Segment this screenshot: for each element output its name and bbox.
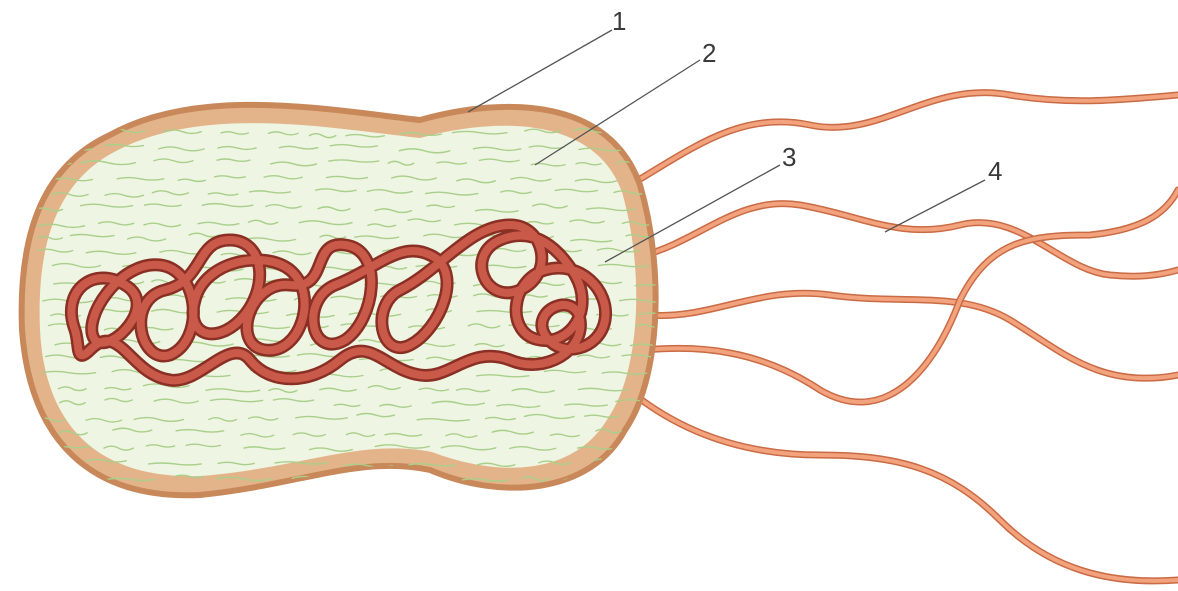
- cytoplasm-squiggle: [627, 443, 657, 447]
- label-2: 2: [702, 38, 716, 68]
- leader-line-1: [468, 30, 612, 112]
- flagellum: [645, 204, 1178, 277]
- cytoplasm-squiggle: [355, 479, 397, 482]
- flagella: [630, 93, 1178, 581]
- label-3: 3: [782, 142, 796, 172]
- flagellum: [630, 93, 1178, 185]
- cytoplasm-squiggle: [51, 474, 98, 477]
- cytoplasm-squiggle: [622, 132, 674, 134]
- flagellum: [650, 293, 1178, 378]
- cytoplasm-squiggle: [47, 129, 89, 131]
- cytoplasm-squiggle: [640, 432, 686, 434]
- cytoplasm-squiggle: [38, 463, 69, 466]
- cytoplasm-squiggle: [612, 475, 655, 478]
- label-1: 1: [612, 6, 626, 36]
- label-4: 4: [988, 156, 1002, 186]
- flagellum: [635, 395, 1178, 581]
